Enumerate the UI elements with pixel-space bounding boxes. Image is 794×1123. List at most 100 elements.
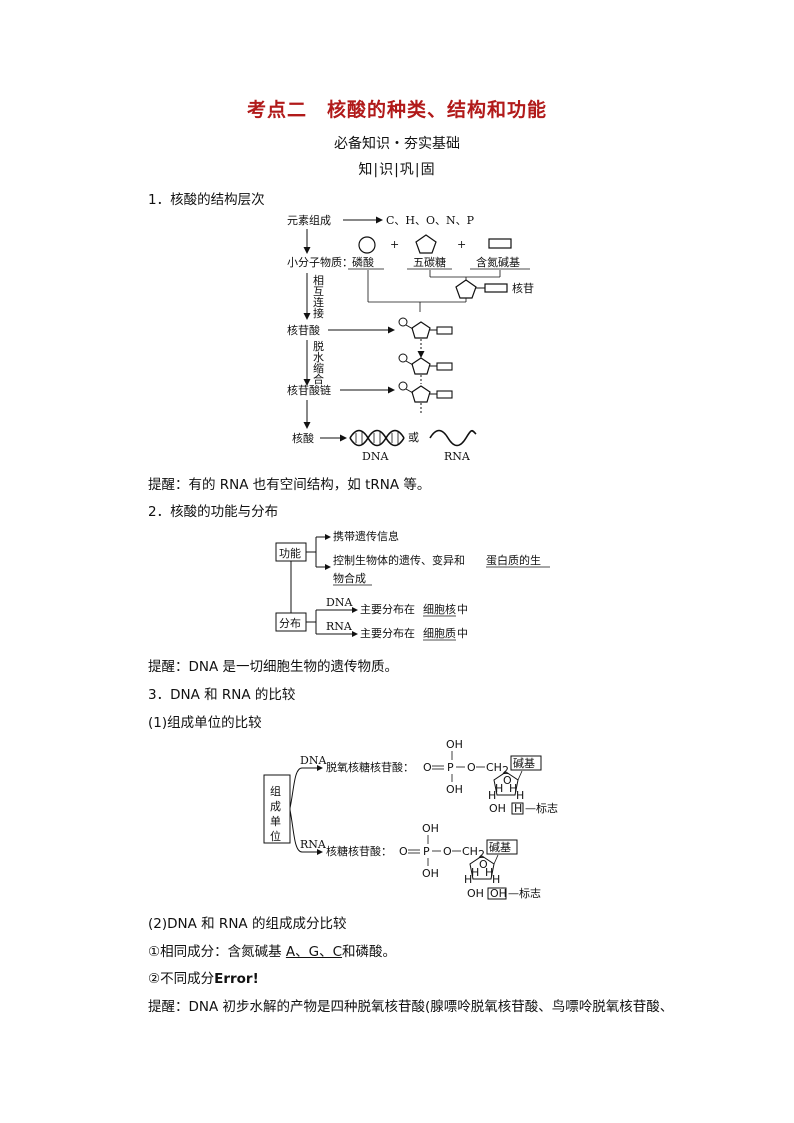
svg-text:控制生物体的遗传、变异和: 控制生物体的遗传、变异和 [333, 553, 465, 567]
svg-text:OH: OH [422, 822, 439, 835]
svg-text:主要分布在: 主要分布在 [360, 627, 415, 640]
page-title: 考点二 核酸的种类、结构和功能 [246, 99, 547, 121]
svg-text:O: O [503, 774, 512, 787]
or-label: 或 [408, 431, 419, 444]
tip-2: 提醒：DNA 是一切细胞生物的遗传物质。 [148, 659, 399, 675]
svg-text:CH: CH [486, 761, 502, 774]
svg-text:水: 水 [313, 351, 324, 364]
subheading-components: (2)DNA 和 RNA 的组成成分比较 [148, 916, 347, 932]
svg-text:+: + [390, 238, 399, 251]
chain-label: 核苷酸链 [287, 383, 331, 397]
section-subtitle-2: 知|识|巩|固 [358, 162, 436, 178]
svg-text:P: P [423, 845, 430, 858]
svg-text:O: O [479, 858, 488, 871]
ribonucleotide-label: 核糖核苷酸： [326, 844, 392, 858]
svg-text:DNA: DNA [300, 754, 327, 767]
svg-text:OH: OH [489, 802, 506, 815]
svg-text:脱: 脱 [313, 339, 324, 353]
tip-1: 提醒：有的 RNA 也有空间结构，如 tRNA 等。 [148, 477, 431, 493]
svg-text:OH: OH [467, 887, 484, 900]
svg-text:O: O [399, 845, 408, 858]
function-label: 功能 [279, 546, 301, 560]
phosphate-icon [358, 236, 376, 254]
nucleotide-label: 核苷酸 [287, 323, 320, 337]
svg-text:互: 互 [313, 285, 324, 298]
error-marker: Error! [214, 971, 259, 987]
base-icon [488, 238, 512, 249]
element-label: 元素组成 [287, 213, 331, 227]
svg-text:H: H [485, 866, 493, 879]
svg-text:相: 相 [313, 274, 324, 287]
svg-text:成: 成 [270, 800, 281, 813]
svg-text:位: 位 [270, 829, 281, 843]
marker-label-dna: 标志 [536, 801, 558, 815]
heading-function-distribution: 2．核酸的功能与分布 [148, 504, 279, 520]
dna-helix-icon [349, 429, 405, 447]
svg-text:缩: 缩 [313, 362, 324, 375]
distribution-label: 分布 [279, 617, 301, 630]
svg-text:OH: OH [446, 783, 463, 796]
heading-structure-levels: 1．核酸的结构层次 [148, 192, 265, 208]
function-1: 携带遗传信息 [333, 529, 399, 543]
elements-text: C、H、O、N、P [386, 214, 475, 227]
small-molecule-label: 小分子物质： [287, 255, 353, 269]
svg-text:—: — [508, 887, 519, 900]
svg-text:O: O [467, 761, 476, 774]
svg-text:OH: OH [446, 738, 463, 751]
marker-label-rna: 标志 [519, 886, 541, 900]
svg-text:H: H [464, 873, 472, 886]
pentose-icon [415, 234, 437, 254]
nucleic-acid-label: 核酸 [292, 431, 314, 445]
svg-text:单: 单 [270, 815, 281, 828]
phosphate-label: 磷酸 [352, 255, 374, 269]
svg-text:合: 合 [313, 372, 324, 386]
svg-text:O: O [423, 761, 432, 774]
nucleoside-label: 核苷 [512, 281, 534, 295]
subheading-units: (1)组成单位的比较 [148, 715, 262, 731]
svg-text:—: — [525, 802, 536, 815]
svg-text:O: O [443, 845, 452, 858]
svg-text:碱基: 碱基 [513, 757, 535, 770]
tip-3: 提醒：DNA 初步水解的产物是四种脱氧核苷酸(腺嘌呤脱氧核苷酸、鸟嘌呤脱氧核苷酸… [148, 999, 674, 1015]
heading-comparison: 3．DNA 和 RNA 的比较 [148, 687, 296, 703]
svg-text:2: 2 [502, 764, 509, 777]
svg-text:H: H [495, 782, 503, 795]
svg-text:2: 2 [478, 848, 485, 861]
svg-text:连: 连 [313, 296, 324, 309]
svg-text:主要分布在: 主要分布在 [360, 603, 415, 616]
svg-text:蛋白质的生: 蛋白质的生 [486, 553, 541, 567]
svg-text:接: 接 [313, 307, 324, 320]
svg-text:+: + [457, 238, 466, 251]
section-subtitle: 必备知识・夯实基础 [334, 136, 460, 152]
different-components: ②不同成分Error! [148, 971, 259, 987]
rna-strand-icon [429, 429, 477, 447]
svg-text:碱基: 碱基 [489, 841, 511, 854]
svg-text:H: H [492, 873, 500, 886]
svg-text:DNA: DNA [326, 596, 353, 609]
svg-text:中: 中 [457, 627, 468, 640]
svg-text:中: 中 [457, 603, 468, 616]
same-bases: A、G、C [285, 944, 343, 960]
svg-text:H: H [509, 782, 517, 795]
svg-text:H: H [488, 789, 496, 802]
svg-text:H: H [514, 802, 522, 815]
svg-text:OH: OH [490, 887, 507, 900]
dna-label: DNA [362, 450, 389, 463]
deoxy-nucleotide-label: 脱氧核糖核苷酸： [326, 760, 414, 774]
svg-text:P: P [447, 761, 454, 774]
svg-text:CH: CH [462, 845, 478, 858]
rna-location: 细胞质 [423, 627, 456, 640]
svg-text:物合成: 物合成 [333, 571, 366, 585]
dna-location: 细胞核 [423, 602, 456, 616]
svg-text:H: H [516, 789, 524, 802]
svg-text:H: H [471, 866, 479, 879]
svg-text:RNA: RNA [326, 620, 353, 633]
base-label: 含氮碱基 [476, 255, 520, 269]
same-components: ①相同成分：含氮碱基 A、G、C和磷酸。 [148, 944, 397, 960]
rna-label: RNA [444, 450, 471, 463]
sugar-label: 五碳糖 [413, 255, 446, 269]
svg-text:OH: OH [422, 867, 439, 880]
